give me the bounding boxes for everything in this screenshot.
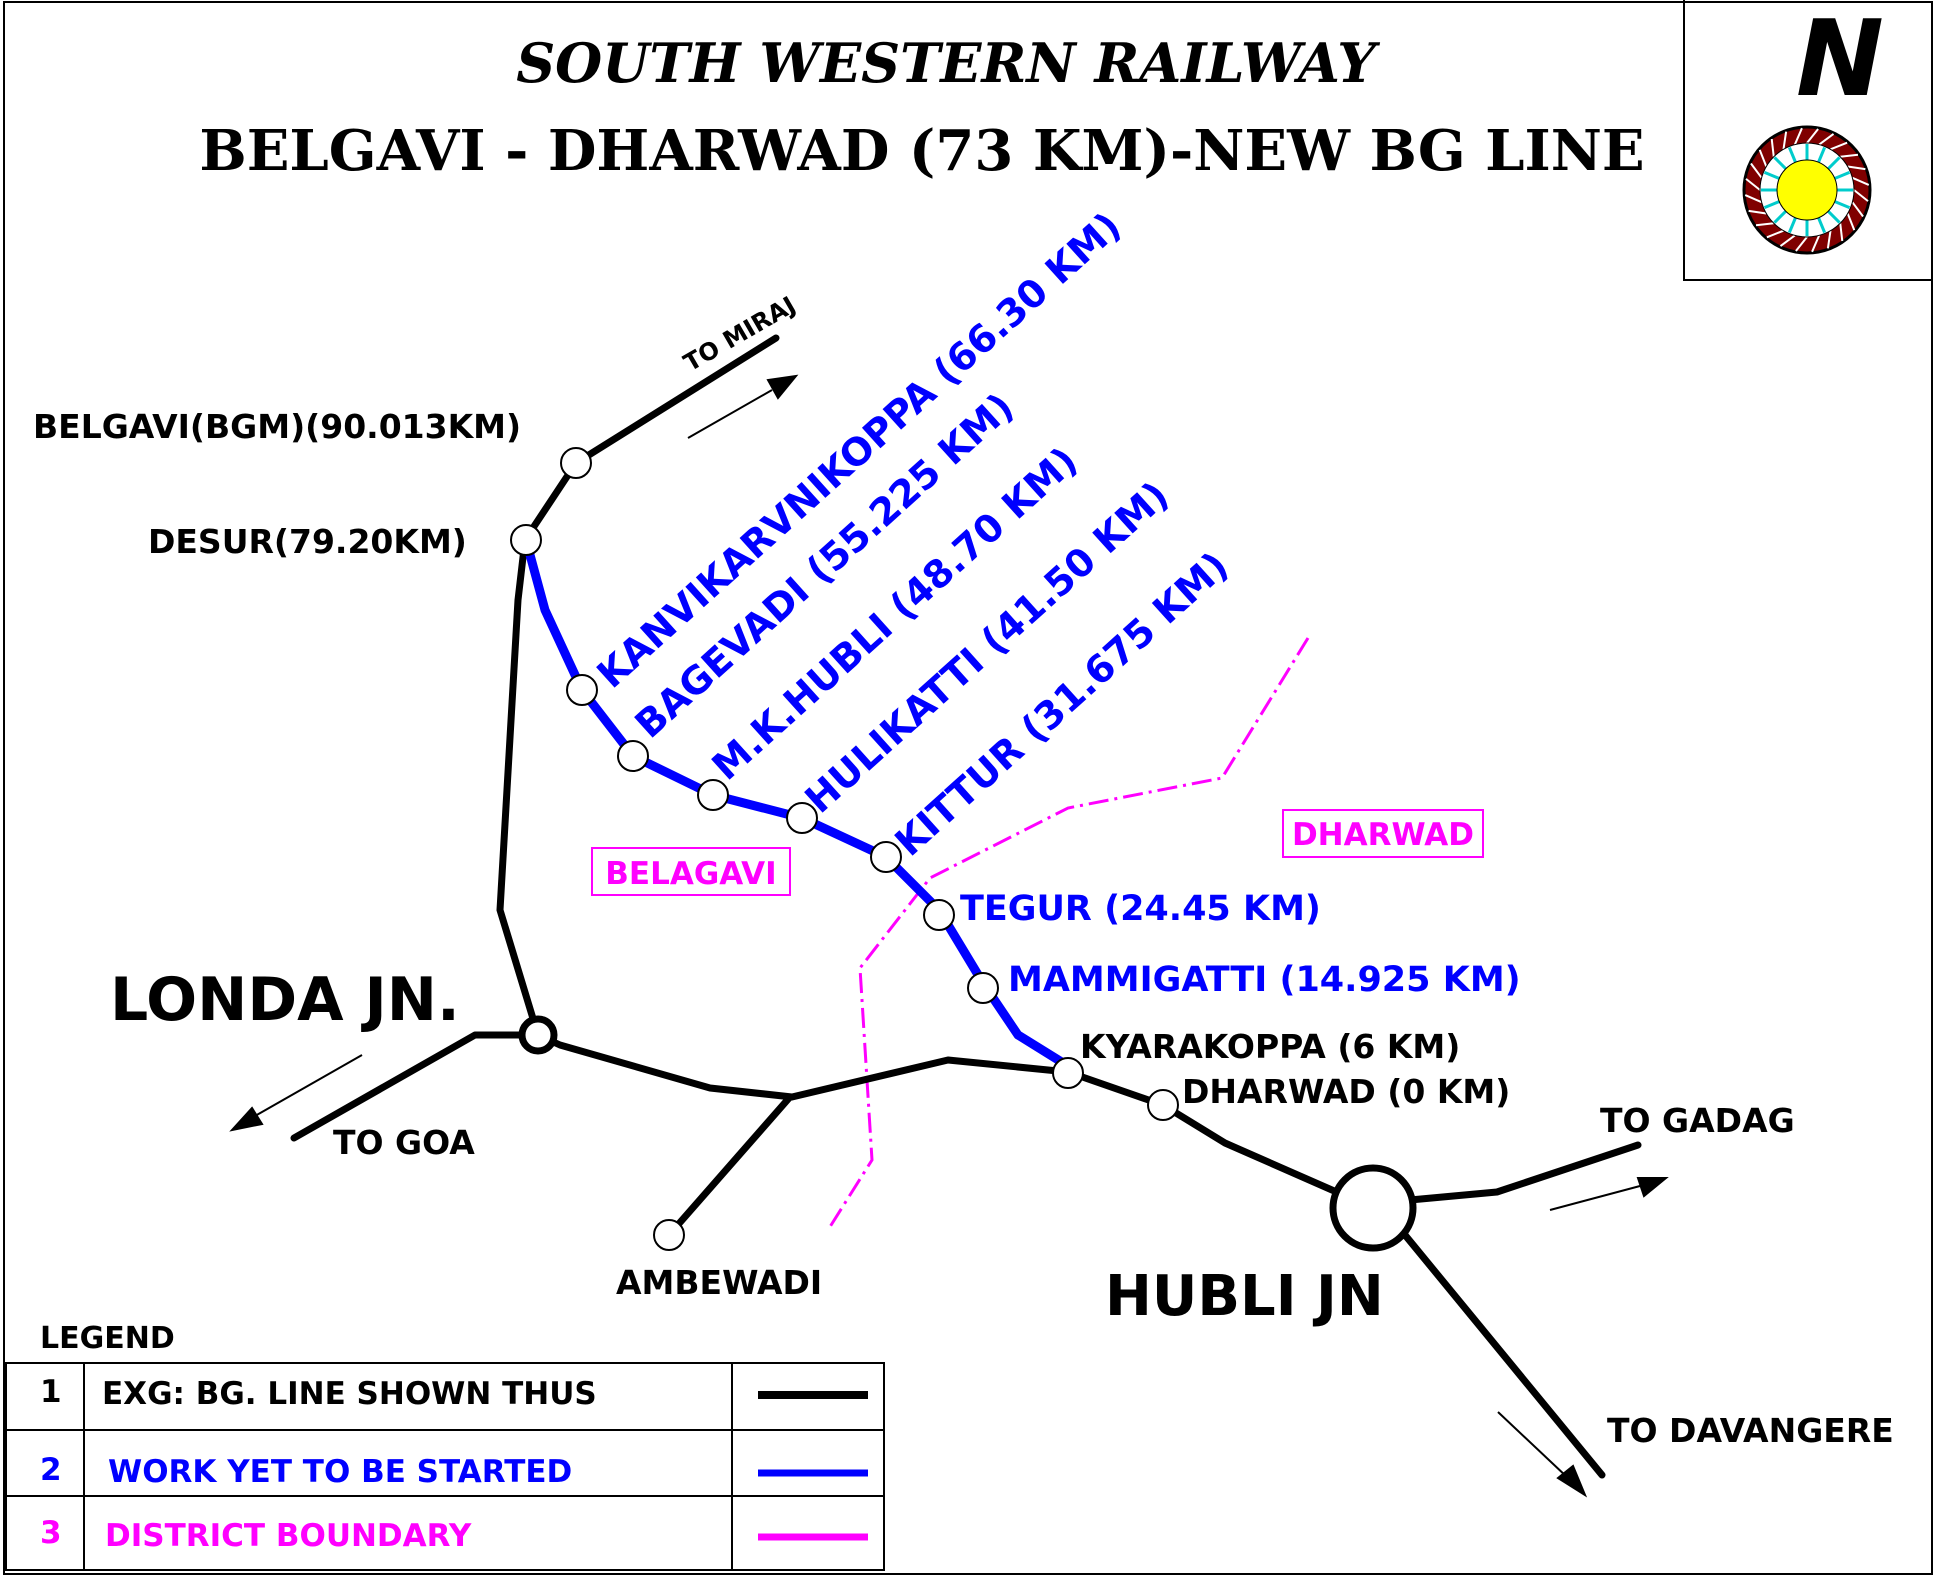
legend-num: 1 (40, 1374, 62, 1410)
legend-label: WORK YET TO BE STARTED (108, 1454, 572, 1490)
station-kittur (870, 841, 902, 873)
arrow-to-miraj-icon (687, 374, 799, 439)
label-ambewadi: AMBEWADI (616, 1263, 822, 1302)
legend-num: 3 (40, 1515, 62, 1551)
label-londa-jn: LONDA JN. (110, 965, 460, 1035)
arrow-to-goa-icon (229, 1054, 363, 1132)
map-frame (3, 1, 1933, 1575)
legend-label: DISTRICT BOUNDARY (105, 1518, 472, 1554)
station-kyarakoppa (1052, 1057, 1084, 1089)
label-dharwad-station: DHARWAD (0 KM) (1182, 1072, 1510, 1111)
district-boundary (826, 637, 1310, 1231)
junction-hubli-marker (1329, 1164, 1417, 1252)
station-mk-hubli (697, 779, 729, 811)
district-label-dharwad: DHARWAD (1282, 809, 1484, 858)
existing-bg-lines (290, 334, 1642, 1479)
label-to-goa: TO GOA (333, 1123, 475, 1162)
legend-num: 2 (40, 1452, 62, 1488)
railway-title: SOUTH WESTERN RAILWAY (516, 31, 1380, 95)
compass-wheel-icon (1742, 125, 1872, 255)
label-to-davangere: TO DAVANGERE (1607, 1411, 1894, 1450)
label-kyarakoppa: KYARAKOPPA (6 KM) (1080, 1027, 1460, 1066)
label-tegur: TEGUR (24.45 KM) (960, 889, 1321, 929)
line-ambewadi (665, 1093, 794, 1239)
legend-row-new: 2 WORK YET TO BE STARTED (40, 1452, 868, 1490)
legend: LEGEND 1 EXG: BG. LINE SHOWN THUS 2 WORK… (5, 1321, 885, 1571)
line-hubli-gadag (1406, 1141, 1642, 1204)
direction-arrows (229, 374, 1669, 1498)
north-letter: N (1796, 0, 1884, 120)
legend-row-boundary: 3 DISTRICT BOUNDARY (40, 1515, 868, 1554)
station-markers (510, 447, 1179, 1251)
station-mammigatti (967, 972, 999, 1004)
arrow-to-gadag-icon (1549, 1177, 1669, 1211)
district-label-belagavi: BELAGAVI (591, 847, 791, 896)
north-arrow-box: N (1683, 0, 1933, 281)
legend-title: LEGEND (40, 1321, 175, 1356)
label-dharwad-district: DHARWAD (1292, 817, 1474, 853)
label-desur: DESUR(79.20KM) (148, 522, 467, 561)
label-mammigatti: MAMMIGATTI (14.925 KM) (1008, 960, 1521, 1000)
label-hubli-jn: HUBLI JN (1105, 1264, 1384, 1329)
legend-row-existing: 1 EXG: BG. LINE SHOWN THUS (40, 1374, 868, 1412)
station-tegur (923, 899, 955, 931)
station-desur (510, 524, 542, 556)
line-hubli-davangere (1401, 1231, 1606, 1479)
label-belagavi-district: BELAGAVI (605, 856, 776, 892)
legend-label: EXG: BG. LINE SHOWN THUS (102, 1376, 597, 1412)
station-kanvikarvnikoppa (566, 674, 598, 706)
station-belgavi (560, 447, 592, 479)
station-ambewadi (653, 1219, 685, 1251)
station-hulikatti (786, 802, 818, 834)
label-belgavi: BELGAVI(BGM)(90.013KM) (33, 407, 521, 446)
arrow-to-davangere-icon (1497, 1411, 1588, 1498)
line-miraj-belgavi-desur-londa (496, 334, 780, 1039)
project-title: BELGAVI - DHARWAD (73 KM)-NEW BG LINE (199, 118, 1644, 184)
station-bagevadi (617, 740, 649, 772)
junction-londa-marker (518, 1015, 558, 1055)
station-dharwad (1147, 1089, 1179, 1121)
label-to-gadag: TO GADAG (1600, 1101, 1795, 1140)
